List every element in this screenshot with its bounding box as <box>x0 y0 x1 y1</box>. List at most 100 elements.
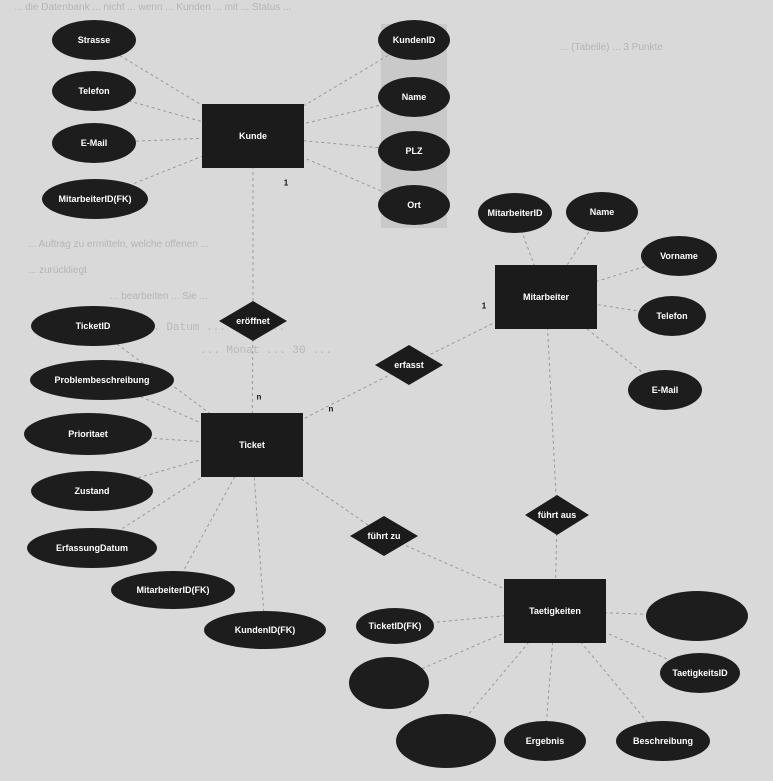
attribute-vorname[interactable]: Vorname <box>641 236 717 276</box>
background-text-line: ... zurückliegt <box>28 265 87 276</box>
entity-ticket[interactable]: Ticket <box>201 413 303 477</box>
entity-label: Taetigkeiten <box>529 606 581 616</box>
relationship-fuehrt-aus[interactable]: führt aus <box>525 495 589 535</box>
attribute-label: Beschreibung <box>633 736 693 746</box>
entity-box <box>201 413 303 477</box>
attribute-ellipse <box>660 653 740 693</box>
attribute-blank-1[interactable] <box>646 591 748 641</box>
attribute-label: Name <box>402 92 427 102</box>
attribute-beschreibung[interactable]: Beschreibung <box>616 721 710 761</box>
relationship-label: führt aus <box>538 510 577 520</box>
attribute-ellipse <box>52 20 136 60</box>
attribute-label: Problembeschreibung <box>54 375 149 385</box>
attribute-telefon-mitarbeiter[interactable]: Telefon <box>638 296 706 336</box>
entity-label: Kunde <box>239 131 267 141</box>
attribute-ellipse <box>616 721 710 761</box>
attribute-ellipse <box>638 296 706 336</box>
connector-blank-3-taetigkeiten <box>445 610 556 742</box>
attribute-label: Ort <box>407 200 421 210</box>
connector-strasse-kunde <box>93 39 254 137</box>
relationship-label: eröffnet <box>236 316 270 326</box>
relationship-diamond <box>375 345 443 385</box>
attribute-label: TicketID <box>76 321 111 331</box>
attribute-label: E-Mail <box>81 138 108 148</box>
attribute-kundenid-fk[interactable]: KundenID(FK) <box>204 611 326 649</box>
attribute-erfassungdatum[interactable]: ErfassungDatum <box>27 528 157 568</box>
attribute-ellipse <box>378 20 450 60</box>
relationship-label: führt zu <box>368 531 401 541</box>
attribute-ticketid-fk[interactable]: TicketID(FK) <box>356 608 434 644</box>
attribute-taetigkeitsid[interactable]: TaetigkeitsID <box>660 653 740 693</box>
attribute-ellipse <box>52 71 136 111</box>
attribute-ellipse <box>24 413 152 455</box>
attribute-kundenid[interactable]: KundenID <box>378 20 450 60</box>
attribute-ellipse <box>478 193 552 233</box>
relationship-diamond <box>219 301 287 341</box>
background-text-line: ... die Datenbank ... nicht ... wenn ...… <box>14 2 291 13</box>
entity-box <box>495 265 597 329</box>
attribute-blank-2[interactable] <box>349 657 429 709</box>
relationship-fuehrt-zu[interactable]: führt zu <box>350 516 418 556</box>
connector-fuehrt-zu-taetigkeiten <box>383 535 556 612</box>
attribute-email-kunde[interactable]: E-Mail <box>52 123 136 163</box>
connector-kundenid-fk-ticket <box>251 444 266 631</box>
entity-kunde[interactable]: Kunde <box>202 104 304 168</box>
attribute-zustand[interactable]: Zustand <box>31 471 153 511</box>
attribute-email-mitarbeiter[interactable]: E-Mail <box>628 370 702 410</box>
entity-box <box>202 104 304 168</box>
cardinality-mitarbeiter-erfasst: 1 <box>482 302 487 311</box>
attribute-label: E-Mail <box>652 385 679 395</box>
attribute-label: ErfassungDatum <box>56 543 128 553</box>
attribute-ergebnis[interactable]: Ergebnis <box>504 721 586 761</box>
attribute-ellipse <box>504 721 586 761</box>
attribute-ellipse <box>566 192 638 232</box>
attribute-label: MitarbeiterID <box>487 208 543 218</box>
relationship-eroeffnet[interactable]: eröffnet <box>219 301 287 341</box>
attribute-ellipse <box>641 236 717 276</box>
entity-label: Ticket <box>239 440 265 450</box>
relationship-diamond <box>350 516 418 556</box>
attribute-label: Telefon <box>656 311 687 321</box>
attribute-mitarbeiterid-fk-kunde[interactable]: MitarbeiterID(FK) <box>42 179 148 219</box>
relationship-erfasst[interactable]: erfasst <box>375 345 443 385</box>
attribute-name-kunde[interactable]: Name <box>378 77 450 117</box>
attribute-ellipse <box>349 657 429 709</box>
attribute-strasse[interactable]: Strasse <box>52 20 136 60</box>
attribute-mitarbeiterid[interactable]: MitarbeiterID <box>478 193 552 233</box>
attribute-label: Strasse <box>78 35 111 45</box>
attribute-label: Vorname <box>660 251 698 261</box>
attribute-label: Telefon <box>78 86 109 96</box>
entity-taetigkeiten[interactable]: Taetigkeiten <box>504 579 606 643</box>
cardinality-kunde-eroeffnet: 1 <box>284 179 289 188</box>
attribute-label: Prioritaet <box>68 429 108 439</box>
attribute-ellipse <box>30 360 174 400</box>
connector-mitarbeiter-fuehrt-aus <box>545 296 558 516</box>
attribute-label: Ergebnis <box>526 736 565 746</box>
entity-label: Mitarbeiter <box>523 292 570 302</box>
attribute-label: KundenID <box>393 35 436 45</box>
attribute-ellipse <box>378 77 450 117</box>
attribute-problembeschreibung[interactable]: Problembeschreibung <box>30 360 174 400</box>
attribute-ellipse <box>646 591 748 641</box>
attribute-mitarbeiterid-fk-ticket[interactable]: MitarbeiterID(FK) <box>111 571 235 609</box>
attribute-ticketid[interactable]: TicketID <box>31 306 155 346</box>
attribute-telefon-kunde[interactable]: Telefon <box>52 71 136 111</box>
attribute-ellipse <box>52 123 136 163</box>
attribute-prioritaet[interactable]: Prioritaet <box>24 413 152 455</box>
background-text-line: ... bearbeiten ... Sie ... <box>110 291 208 302</box>
attribute-ellipse <box>31 306 155 346</box>
entity-mitarbeiter[interactable]: Mitarbeiter <box>495 265 597 329</box>
background-text-line: ... (Tabelle) ... 3 Punkte <box>560 42 663 53</box>
attribute-plz[interactable]: PLZ <box>378 131 450 171</box>
attribute-ellipse <box>111 571 235 609</box>
attribute-blank-3[interactable] <box>396 714 496 768</box>
attribute-ellipse <box>204 611 326 649</box>
background-text-line: ... Auftrag zu ermitteln, welche offenen… <box>28 239 209 250</box>
attribute-label: MitarbeiterID(FK) <box>58 194 131 204</box>
attribute-name-mitarbeiter[interactable]: Name <box>566 192 638 232</box>
entity-box <box>504 579 606 643</box>
attribute-ort[interactable]: Ort <box>378 185 450 225</box>
